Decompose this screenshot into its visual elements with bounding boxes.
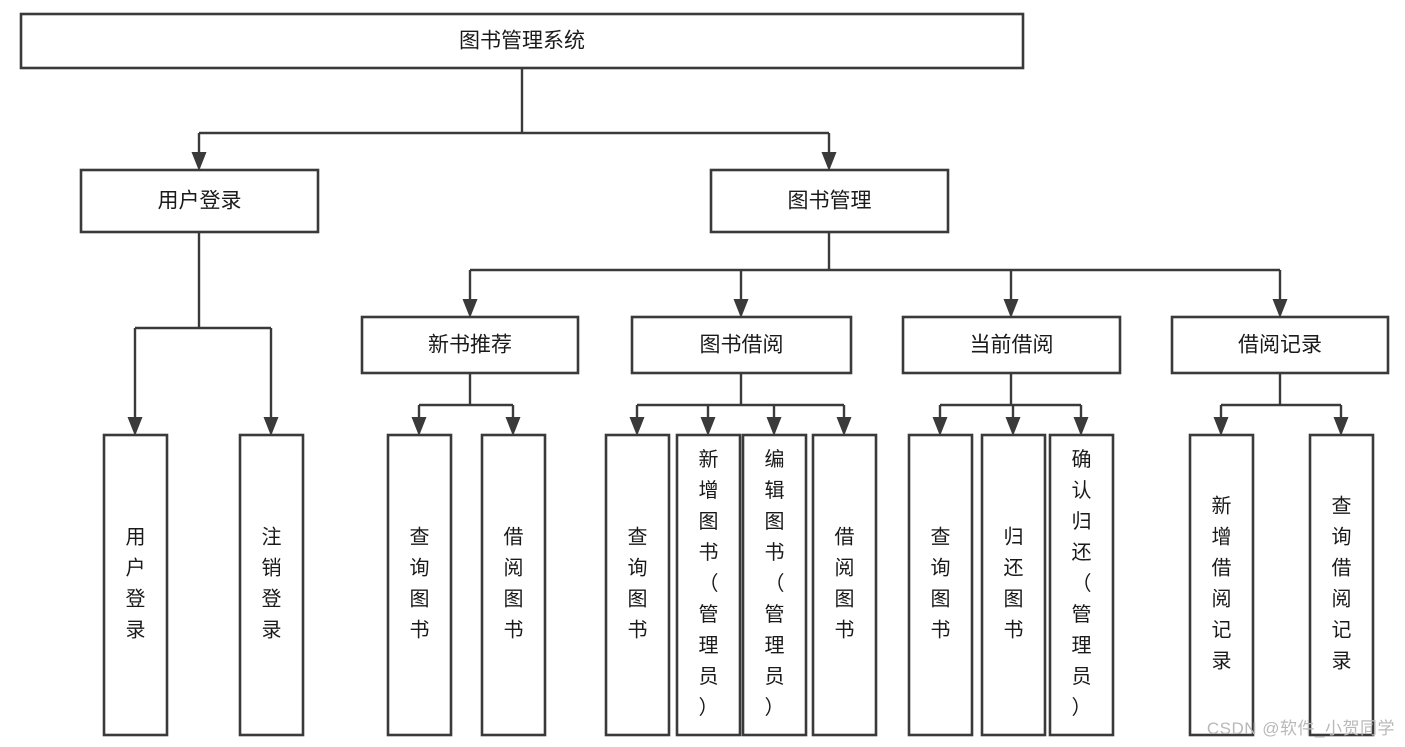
- node-label: 新书推荐: [428, 334, 512, 357]
- edge-group-book-manage-to-level3: [462, 232, 1288, 318]
- node-box[interactable]: [1308, 433, 1375, 737]
- edge-arrowhead: [1333, 417, 1349, 436]
- edge-group-recommend-to-leaves: [411, 373, 521, 436]
- node-box[interactable]: [102, 433, 169, 737]
- node-leaf-user-logout[interactable]: 注销登录: [238, 433, 305, 737]
- node-label: 图书管理系统: [459, 30, 585, 53]
- node-box[interactable]: [901, 315, 1122, 375]
- node-label: 借阅记录: [1238, 334, 1322, 357]
- node-label: 新增借阅记录: [1212, 495, 1232, 673]
- edge-arrowhead: [700, 417, 716, 436]
- node-box[interactable]: [79, 168, 320, 234]
- node-book-borrow[interactable]: 图书借阅: [630, 315, 853, 375]
- node-box[interactable]: [980, 433, 1047, 737]
- node-label: 确认归还（管理员）: [1072, 448, 1092, 719]
- node-label: 归还图书: [1004, 526, 1024, 642]
- edge-arrowhead: [766, 417, 782, 436]
- node-box[interactable]: [19, 12, 1025, 70]
- node-label: 查询借阅记录: [1332, 495, 1352, 673]
- node-borrow-record[interactable]: 借阅记录: [1170, 315, 1390, 375]
- node-label: 新增图书（管理员）: [699, 448, 719, 719]
- node-leaf-query-book-1[interactable]: 查询图书: [386, 433, 453, 737]
- node-label: 注销登录: [262, 526, 282, 642]
- edge-arrowhead: [1272, 299, 1288, 318]
- edge-arrowhead: [836, 417, 852, 436]
- node-box[interactable]: [604, 433, 671, 737]
- node-leaf-borrow-book-2[interactable]: 借阅图书: [811, 433, 878, 737]
- connector-edges-layer: [127, 68, 1349, 436]
- node-box[interactable]: [907, 433, 974, 737]
- edge-arrowhead: [1005, 417, 1021, 436]
- edge-group-record-to-leaves: [1213, 373, 1349, 436]
- node-leaf-add-record[interactable]: 新增借阅记录: [1188, 433, 1255, 737]
- node-leaf-query-book-2[interactable]: 查询图书: [604, 433, 671, 737]
- node-boxes-layer: 图书管理系统用户登录图书管理新书推荐图书借阅当前借阅借阅记录用户登录注销登录查询…: [19, 12, 1390, 737]
- edge-group-borrow-to-leaves: [629, 373, 852, 436]
- edge-group-user-login-to-leaves: [127, 232, 279, 436]
- node-box[interactable]: [386, 433, 453, 737]
- node-box[interactable]: [480, 433, 547, 737]
- node-leaf-return-book[interactable]: 归还图书: [980, 433, 1047, 737]
- node-user-login[interactable]: 用户登录: [79, 168, 320, 234]
- node-label: 用户登录: [126, 527, 146, 642]
- node-current-borrow[interactable]: 当前借阅: [901, 315, 1122, 375]
- node-leaf-confirm-return[interactable]: 确认归还（管理员）: [1048, 433, 1115, 737]
- node-box[interactable]: [238, 433, 305, 737]
- edge-arrowhead: [1003, 299, 1019, 318]
- node-label: 借阅图书: [835, 526, 855, 642]
- node-label: 借阅图书: [504, 526, 524, 642]
- edge-arrowhead: [411, 417, 427, 436]
- node-box[interactable]: [1170, 315, 1390, 375]
- node-leaf-edit-book[interactable]: 编辑图书（管理员）: [741, 433, 808, 737]
- edge-arrowhead: [191, 152, 207, 171]
- node-label: 查询图书: [931, 526, 951, 642]
- node-label: 查询图书: [628, 526, 648, 642]
- node-label: 编辑图书（管理员）: [765, 448, 785, 719]
- edge-arrowhead: [1073, 417, 1089, 436]
- node-box[interactable]: [675, 433, 742, 737]
- edge-arrowhead: [263, 417, 279, 436]
- csdn-watermark: CSDN @软件_小贺同学: [1206, 719, 1395, 738]
- edge-arrowhead: [462, 299, 478, 318]
- edge-arrowhead: [629, 417, 645, 436]
- node-label: 当前借阅: [970, 334, 1054, 357]
- edge-arrowhead: [733, 299, 749, 318]
- node-box[interactable]: [709, 168, 950, 234]
- node-label: 用户登录: [158, 190, 242, 213]
- node-root[interactable]: 图书管理系统: [19, 12, 1025, 70]
- node-box[interactable]: [630, 315, 853, 375]
- node-label: 图书管理: [788, 190, 872, 213]
- node-leaf-query-record[interactable]: 查询借阅记录: [1308, 433, 1375, 737]
- node-box[interactable]: [1048, 433, 1115, 737]
- node-label: 查询图书: [410, 526, 430, 642]
- node-box[interactable]: [811, 433, 878, 737]
- node-leaf-query-book-3[interactable]: 查询图书: [907, 433, 974, 737]
- node-leaf-borrow-book-1[interactable]: 借阅图书: [480, 433, 547, 737]
- edge-arrowhead: [505, 417, 521, 436]
- node-new-book-recommend[interactable]: 新书推荐: [360, 315, 580, 375]
- node-box[interactable]: [360, 315, 580, 375]
- node-leaf-add-book[interactable]: 新增图书（管理员）: [675, 433, 742, 737]
- edge-arrowhead: [1213, 417, 1229, 436]
- node-book-manage[interactable]: 图书管理: [709, 168, 950, 234]
- node-leaf-user-login[interactable]: 用户登录: [102, 433, 169, 737]
- edge-group-current-to-leaves: [932, 373, 1089, 436]
- edge-group-root-to-level2: [191, 68, 837, 171]
- node-label: 图书借阅: [700, 334, 784, 357]
- node-box[interactable]: [1188, 433, 1255, 737]
- edge-arrowhead: [127, 417, 143, 436]
- edge-arrowhead: [932, 417, 948, 436]
- edge-arrowhead: [821, 152, 837, 171]
- node-box[interactable]: [741, 433, 808, 737]
